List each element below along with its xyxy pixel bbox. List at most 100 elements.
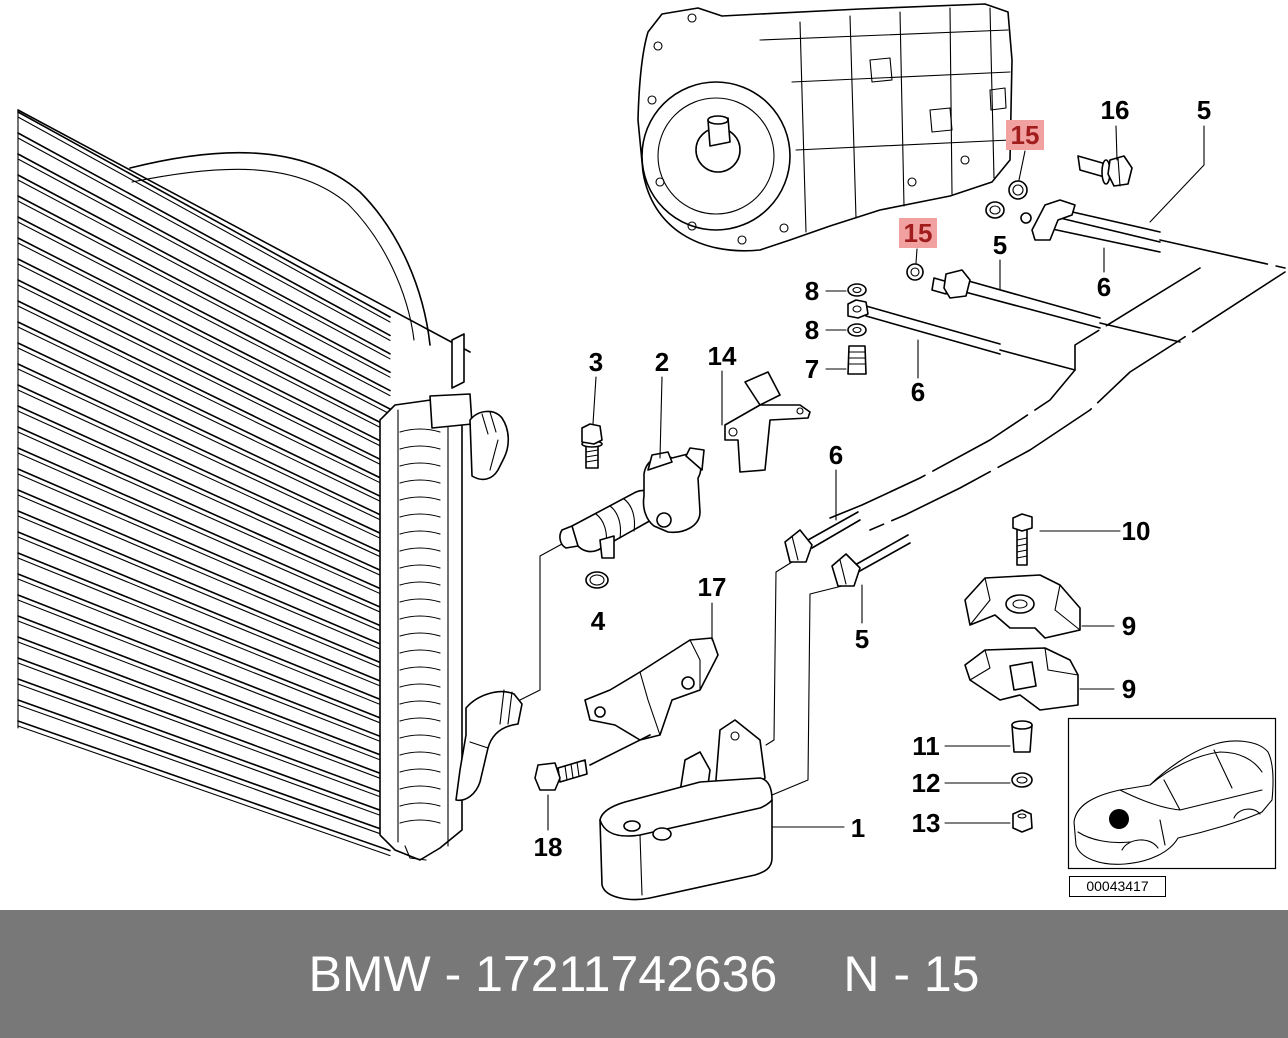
diagram-position-label: N - 15 bbox=[843, 946, 980, 1002]
line-bracket bbox=[1020, 199, 1076, 241]
callout-6-right: 6 bbox=[1096, 272, 1112, 302]
radiator-fin bbox=[17, 132, 391, 337]
radiator-fin bbox=[17, 641, 391, 783]
location-marker bbox=[1109, 809, 1129, 829]
radiator-fin bbox=[17, 536, 391, 691]
radiator-fin bbox=[17, 305, 391, 489]
radiator-fin bbox=[17, 174, 391, 374]
nut-13 bbox=[1012, 809, 1033, 833]
radiator-fin bbox=[17, 426, 391, 594]
callout-15-highlighted-lower: 15 bbox=[899, 218, 937, 248]
bolt-3 bbox=[581, 423, 603, 469]
radiator-fin bbox=[17, 221, 391, 415]
callout-5-top: 5 bbox=[1196, 95, 1212, 125]
radiator-fin bbox=[17, 657, 391, 797]
radiator-fin bbox=[17, 662, 391, 801]
callout-12: 12 bbox=[911, 768, 941, 798]
callout-13: 13 bbox=[911, 808, 941, 838]
radiator-fin bbox=[17, 200, 391, 397]
radiator-fin bbox=[17, 342, 391, 521]
radiator-fin bbox=[17, 594, 391, 742]
radiator-fin bbox=[17, 573, 391, 723]
radiator-fin bbox=[17, 557, 391, 709]
radiator-fin bbox=[17, 384, 391, 558]
radiator-fin bbox=[17, 468, 391, 631]
vehicle-location-inset bbox=[1067, 717, 1277, 870]
callout-7: 7 bbox=[804, 354, 820, 384]
leader-lines bbox=[547, 125, 1205, 831]
radiator-fin bbox=[17, 489, 391, 650]
radiator-fin bbox=[17, 431, 391, 599]
radiator-fin bbox=[17, 410, 391, 581]
callout-8-lower: 8 bbox=[804, 315, 820, 345]
drawing-number: 00043417 bbox=[1069, 876, 1166, 897]
radiator-fin bbox=[17, 258, 391, 447]
connection-lines bbox=[519, 543, 843, 796]
radiator-fin bbox=[17, 720, 391, 852]
hose-clamp-6 bbox=[784, 529, 813, 563]
radiator-fin bbox=[17, 158, 391, 360]
thermostat-2 bbox=[559, 447, 705, 559]
callout-11: 11 bbox=[912, 731, 940, 761]
callout-18: 18 bbox=[533, 832, 563, 862]
callout-15-highlighted-upper: 15 bbox=[1006, 120, 1044, 150]
callout-6-lower: 6 bbox=[828, 440, 844, 470]
radiator-fin bbox=[17, 510, 391, 668]
radiator-fin bbox=[17, 179, 391, 378]
radiator-fin bbox=[17, 195, 391, 392]
washer-8-upper bbox=[847, 283, 867, 297]
lower-radiator-hose bbox=[455, 689, 523, 802]
callout-14: 14 bbox=[707, 341, 737, 371]
automatic-transmission bbox=[637, 3, 1013, 252]
radiator bbox=[17, 109, 473, 861]
radiator-fin bbox=[17, 111, 391, 318]
radiator-fin bbox=[17, 300, 391, 484]
fitting-7 bbox=[847, 345, 867, 375]
hollow-bolt-16 bbox=[1077, 155, 1133, 187]
oil-lines bbox=[807, 207, 1286, 573]
radiator-fin bbox=[17, 725, 391, 857]
sealing-ring-15-upper bbox=[985, 180, 1028, 219]
radiator-fin bbox=[17, 678, 391, 815]
radiator-fin bbox=[17, 284, 391, 470]
sleeve-11 bbox=[1011, 720, 1033, 753]
radiator-fin bbox=[17, 363, 391, 539]
radiator-fin bbox=[17, 389, 391, 562]
mount-9-lower bbox=[964, 647, 1079, 711]
parts-drawing bbox=[17, 3, 1286, 901]
radiator-fin bbox=[17, 137, 391, 341]
callout-2: 2 bbox=[654, 347, 670, 377]
bracket-14 bbox=[724, 371, 811, 473]
bracket-17 bbox=[584, 637, 719, 741]
radiator-fin bbox=[17, 368, 391, 544]
radiator-core bbox=[17, 111, 391, 857]
callout-9-upper: 9 bbox=[1121, 611, 1137, 641]
radiator-fin bbox=[17, 237, 391, 429]
callout-16: 16 bbox=[1100, 95, 1130, 125]
radiator-fin bbox=[17, 405, 391, 576]
radiator-fin bbox=[17, 263, 391, 452]
bolt-10 bbox=[1012, 513, 1033, 566]
radiator-fin bbox=[17, 447, 391, 613]
union-fitting-5 bbox=[931, 269, 971, 299]
callout-4: 4 bbox=[590, 606, 606, 636]
o-ring-4 bbox=[585, 571, 609, 589]
radiator-fin bbox=[17, 704, 391, 838]
callout-1: 1 bbox=[850, 813, 866, 843]
callout-8-upper: 8 bbox=[804, 276, 820, 306]
sealing-ring-15-lower bbox=[906, 263, 924, 281]
radiator-fin bbox=[17, 683, 391, 820]
radiator-fin bbox=[17, 321, 391, 502]
radiator-fin bbox=[17, 599, 391, 746]
callout-5-lower: 5 bbox=[854, 624, 870, 654]
radiator-fin bbox=[17, 515, 391, 673]
radiator-fin bbox=[17, 699, 391, 834]
bolt-18 bbox=[534, 734, 651, 791]
radiator-fin bbox=[17, 452, 391, 617]
radiator-fin bbox=[17, 620, 391, 765]
callout-9-lower: 9 bbox=[1121, 674, 1137, 704]
callout-3: 3 bbox=[588, 347, 604, 377]
radiator-fin bbox=[17, 615, 391, 760]
hose-clamp-5 bbox=[831, 553, 861, 587]
